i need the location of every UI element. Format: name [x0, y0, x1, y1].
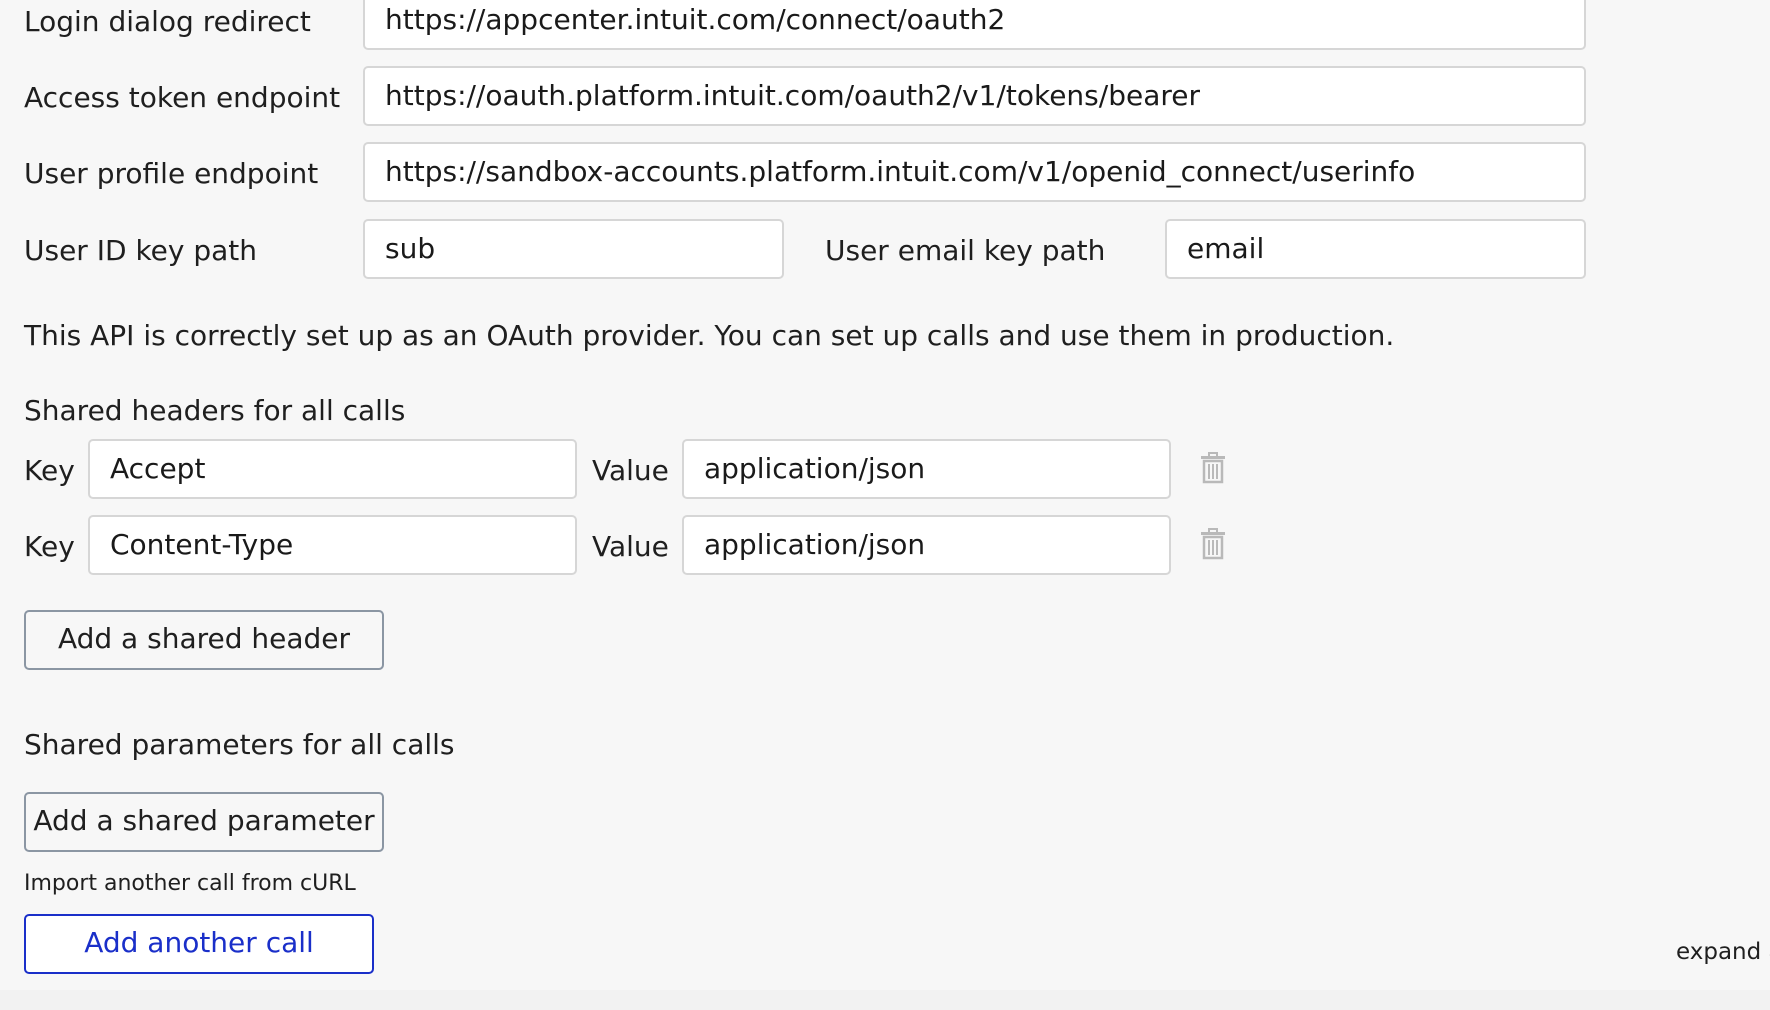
- header-value-label: Value: [592, 530, 669, 563]
- profile-endpoint-label: User profile endpoint: [24, 157, 319, 190]
- login-redirect-input[interactable]: https://appcenter.intuit.com/connect/oau…: [363, 0, 1586, 50]
- oauth-status-text: This API is correctly set up as an OAuth…: [24, 319, 1395, 352]
- user-id-input[interactable]: sub: [363, 219, 784, 279]
- user-email-label: User email key path: [825, 234, 1106, 267]
- header-value-input[interactable]: application/json: [682, 439, 1171, 499]
- expand-all-link[interactable]: expand a: [1676, 939, 1770, 965]
- shared-headers-title: Shared headers for all calls: [24, 394, 406, 427]
- header-value-label: Value: [592, 454, 669, 487]
- token-endpoint-label: Access token endpoint: [24, 81, 341, 114]
- trash-icon[interactable]: [1199, 452, 1227, 484]
- login-redirect-label: Login dialog redirect: [24, 5, 311, 38]
- add-another-call-button[interactable]: Add another call: [24, 914, 374, 974]
- user-email-input[interactable]: email: [1165, 219, 1586, 279]
- add-shared-header-button[interactable]: Add a shared header: [24, 610, 384, 670]
- header-key-input[interactable]: Accept: [88, 439, 577, 499]
- header-key-input[interactable]: Content-Type: [88, 515, 577, 575]
- profile-endpoint-input[interactable]: https://sandbox-accounts.platform.intuit…: [363, 142, 1586, 202]
- user-id-label: User ID key path: [24, 234, 258, 267]
- header-key-label: Key: [24, 530, 75, 563]
- token-endpoint-input[interactable]: https://oauth.platform.intuit.com/oauth2…: [363, 66, 1586, 126]
- trash-icon[interactable]: [1199, 528, 1227, 560]
- header-value-input[interactable]: application/json: [682, 515, 1171, 575]
- add-shared-parameter-button[interactable]: Add a shared parameter: [24, 792, 384, 852]
- shared-parameters-title: Shared parameters for all calls: [24, 728, 455, 761]
- import-curl-link[interactable]: Import another call from cURL: [24, 871, 356, 896]
- header-key-label: Key: [24, 454, 75, 487]
- bottom-bar: [0, 990, 1770, 1010]
